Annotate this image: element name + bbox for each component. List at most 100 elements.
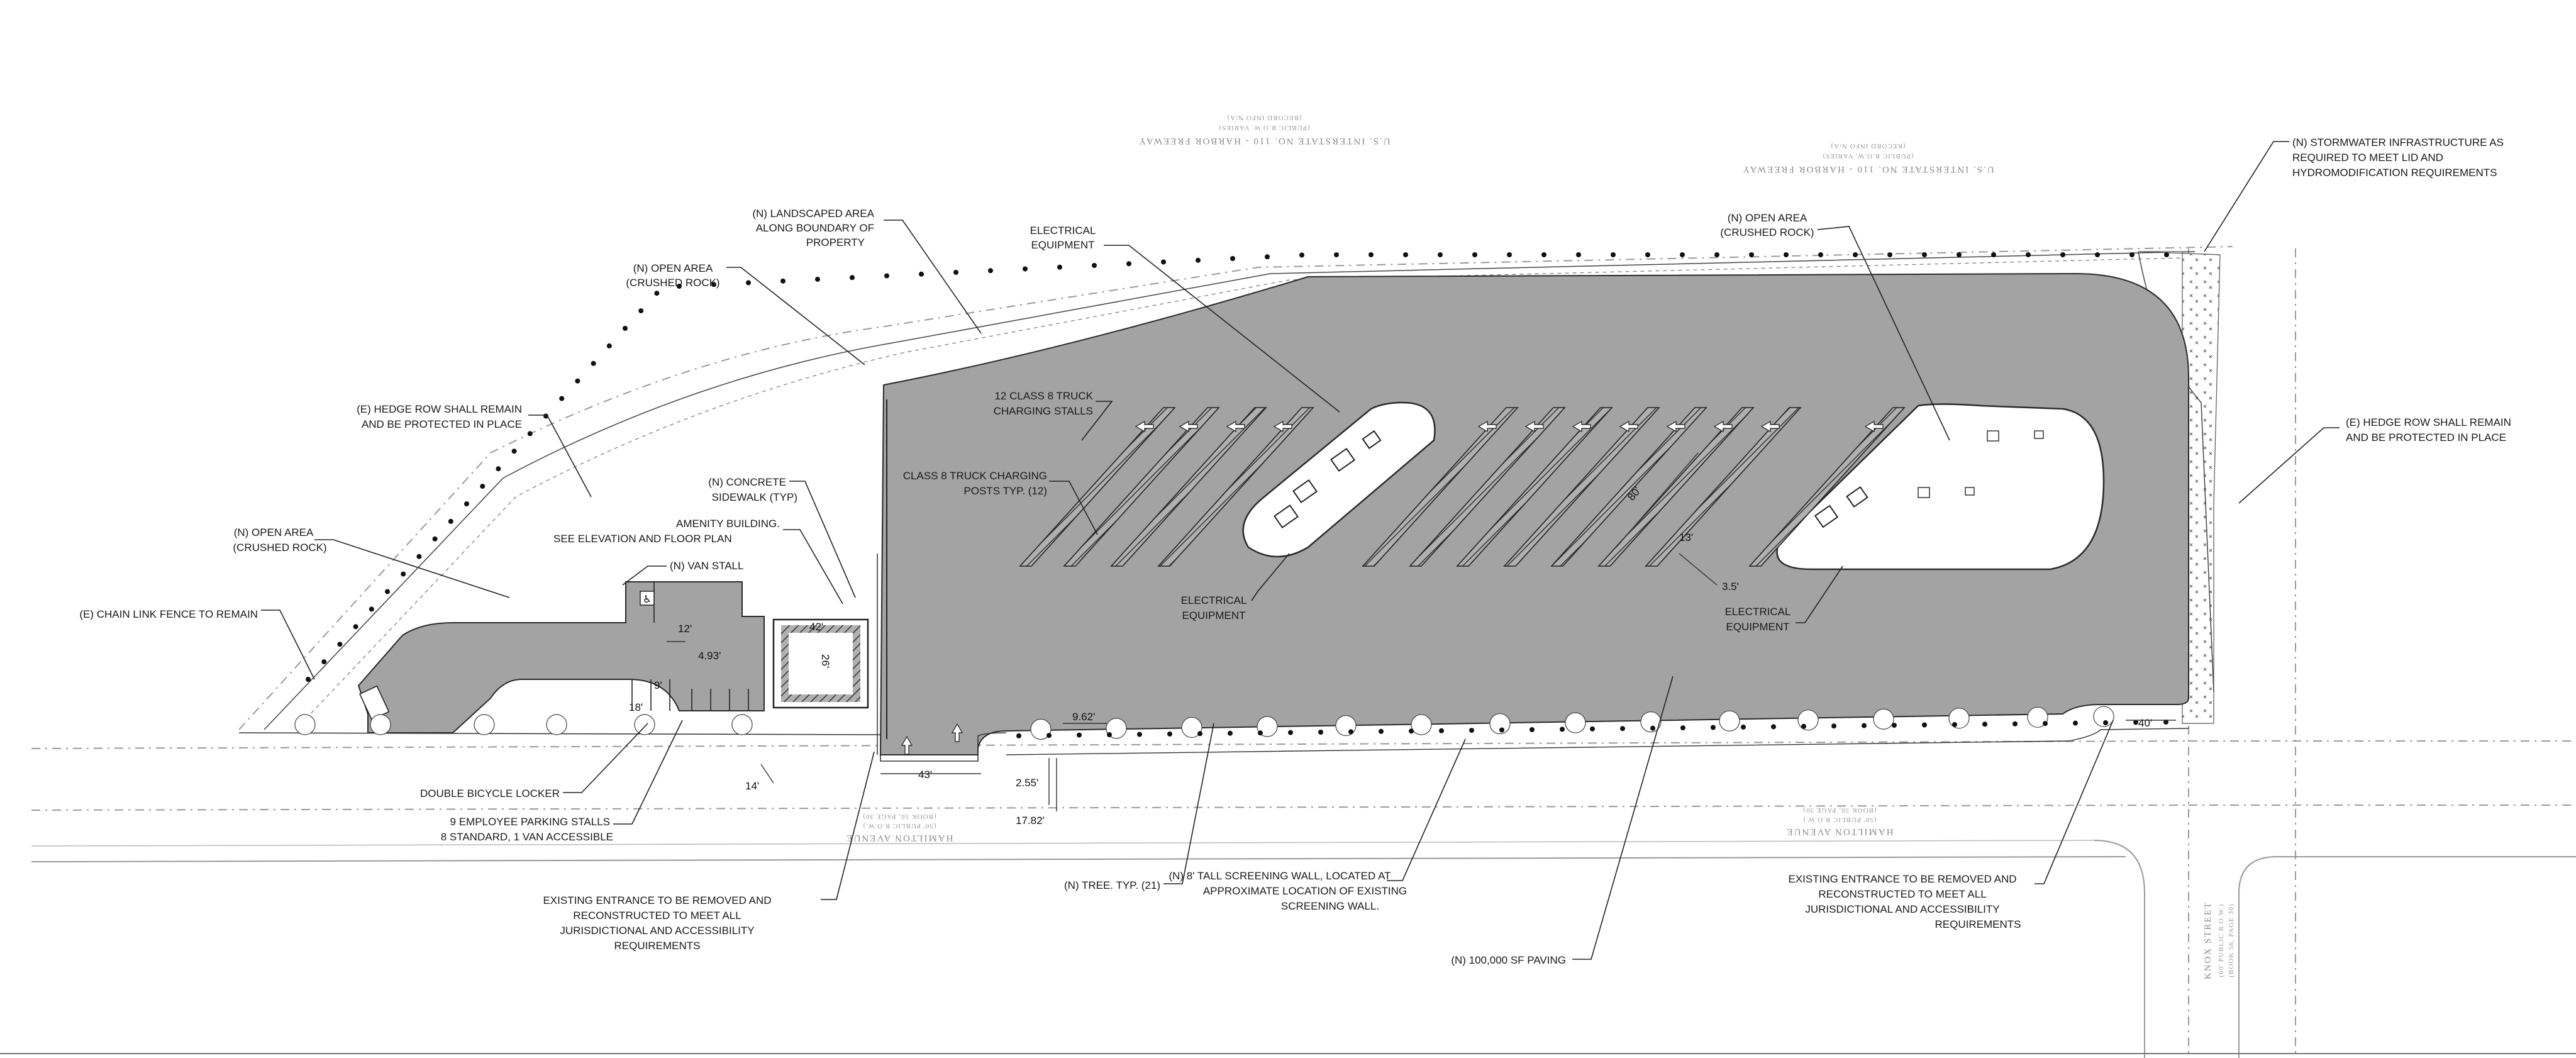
hedge-dot [1016, 733, 1021, 738]
hedge-dot [2073, 720, 2078, 726]
hedge-dot [1645, 252, 1650, 257]
hedge-dot [432, 536, 438, 542]
hedge-dot [1299, 252, 1304, 258]
svg-text:12': 12' [678, 623, 692, 635]
hedge-dot [1499, 727, 1504, 733]
svg-text:SIDEWALK (TYP): SIDEWALK (TYP) [712, 491, 797, 503]
tree-symbol [2093, 706, 2114, 727]
svg-text:(N) OPEN AREA: (N) OPEN AREA [633, 262, 713, 274]
callout-charging-stalls: 12 CLASS 8 TRUCK CHARGING STALLS [994, 390, 1094, 417]
traffic-arrows [901, 420, 1884, 755]
hamilton-label-right: HAMILTON AVENUE (50' PUBLIC R.O.W.) (BOO… [1786, 806, 1894, 837]
paved-lot [879, 272, 2189, 755]
callout-employee-parking: 9 EMPLOYEE PARKING STALLS 8 STANDARD, 1 … [441, 816, 613, 843]
svg-text:9.62': 9.62' [1072, 711, 1095, 723]
hedge-dot [1288, 730, 1293, 735]
tree-symbol [731, 714, 753, 735]
tree-symbol [1489, 713, 1511, 735]
knox-street-label: KNOX STREET (60' PUBLIC R.O.W.) (BOOK 56… [2203, 901, 2235, 979]
hedge-dot [1590, 726, 1595, 732]
hedge-dot [2026, 252, 2031, 257]
hedge-dot [1749, 252, 1754, 257]
hedge-dot [1611, 252, 1616, 257]
tree-symbol [1565, 712, 1586, 733]
hedge-dot [1541, 252, 1546, 257]
hedge-dot [1197, 731, 1202, 737]
callout-hedge-right: (E) HEDGE ROW SHALL REMAIN AND BE PROTEC… [2346, 416, 2511, 443]
callout-charging-posts: CLASS 8 TRUCK CHARGING POSTS TYP. (12) [903, 470, 1047, 497]
svg-text:(N) OPEN AREA: (N) OPEN AREA [234, 526, 314, 538]
hedge-dot [2164, 252, 2169, 257]
callout-open-area-top-right: (N) OPEN AREA (CRUSHED ROCK) [1720, 212, 1814, 238]
hedge-dot [1922, 722, 1927, 728]
charging-island-right [1776, 403, 2105, 571]
svg-text:(50' PUBLIC R.O.W.): (50' PUBLIC R.O.W.) [1803, 816, 1877, 823]
svg-text:3.5': 3.5' [1722, 581, 1739, 593]
tree-symbol [294, 714, 316, 735]
hedge-dot [353, 624, 358, 630]
callout-hedge-left: (E) HEDGE ROW SHALL REMAIN AND BE PROTEC… [357, 403, 522, 430]
svg-text:(N) LANDSCAPED AREA: (N) LANDSCAPED AREA [752, 208, 874, 220]
callout-electrical-top: ELECTRICAL EQUIPMENT [1030, 225, 1096, 251]
callout-stormwater: (N) STORMWATER INFRASTRUCTURE AS REQUIRE… [2292, 136, 2504, 179]
hedge-dot [1107, 732, 1112, 737]
hedge-dot [850, 275, 855, 281]
svg-text:(CRUSHED ROCK): (CRUSHED ROCK) [1720, 226, 1814, 238]
hedge-dot [1230, 256, 1235, 261]
svg-text:REQUIREMENTS: REQUIREMENTS [1935, 918, 2021, 930]
svg-text:ELECTRICAL: ELECTRICAL [1181, 594, 1247, 606]
hedge-dot [1892, 723, 1897, 728]
hedge-dot [623, 326, 628, 331]
truck-charging-stalls [1019, 407, 1906, 567]
stormwater-area [2138, 251, 2221, 724]
hedge-dot [711, 282, 716, 287]
hedge-dot [1831, 723, 1836, 729]
hedge-dot [1409, 728, 1414, 734]
hedge-dot [2163, 719, 2168, 725]
hedge-dot [1368, 252, 1374, 257]
hedge-dot [1680, 252, 1685, 257]
svg-text:APPROXIMATE LOCATION OF EXISTI: APPROXIMATE LOCATION OF EXISTING [1203, 885, 1407, 897]
svg-text:(PUBLIC R.O.W. VARIES): (PUBLIC R.O.W. VARIES) [1823, 152, 1914, 160]
hedge-dot [575, 378, 580, 384]
hedge-dot [2043, 721, 2048, 727]
svg-text:U.S. INTERSTATE NO. 110 -: U.S. INTERSTATE NO. 110 - HARBOR FREEWAY [1741, 164, 1994, 174]
hedge-dot [1438, 252, 1443, 257]
tree-symbol [474, 714, 495, 735]
svg-text:(E) HEDGE ROW SHALL REMAIN: (E) HEDGE ROW SHALL REMAIN [357, 403, 522, 415]
svg-text:REQUIREMENTS: REQUIREMENTS [614, 940, 701, 952]
hedge-dot [2129, 252, 2135, 257]
svg-text:HAMILTON AVENUE: HAMILTON AVENUE [1786, 827, 1894, 837]
svg-text:SEE ELEVATION AND FLOOR PLAN: SEE ELEVATION AND FLOOR PLAN [553, 533, 732, 545]
hedge-dot [746, 280, 751, 286]
tree-symbol [1411, 714, 1432, 735]
hedge-dot [527, 431, 533, 437]
hedge-dot [1991, 252, 1996, 257]
hedge-dot [1318, 730, 1323, 735]
hedge-dot [1620, 726, 1625, 732]
hedge-dot [2095, 252, 2100, 257]
svg-text:ELECTRICAL: ELECTRICAL [1725, 606, 1791, 618]
hedge-dot [1530, 727, 1535, 732]
svg-text:POSTS TYP. (12): POSTS TYP. (12) [963, 485, 1047, 497]
svg-text:AMENITY BUILDING.: AMENITY BUILDING. [676, 518, 780, 530]
svg-text:♿: ♿ [643, 593, 652, 605]
svg-text:HYDROMODIFICATION REQUIREMENTS: HYDROMODIFICATION REQUIREMENTS [2292, 167, 2497, 179]
svg-text:JURISDICTIONAL AND ACCESSIBIL: JURISDICTIONAL AND ACCESSIBILITY [1805, 903, 1999, 915]
callout-paving: (N) 100,000 SF PAVING [1451, 954, 1566, 966]
callout-entrance-left: EXISTING ENTRANCE TO BE REMOVED AND RECO… [543, 894, 771, 952]
hedge-dots [306, 252, 2169, 738]
tree-symbol [1640, 711, 1662, 733]
hedge-dot [1077, 732, 1082, 738]
tree-symbol [1719, 710, 1740, 732]
hedge-dot [464, 501, 469, 506]
svg-text:ALONG BOUNDARY OF: ALONG BOUNDARY OF [756, 222, 874, 234]
hedge-dot [1137, 732, 1142, 737]
callout-chain-link-fence: (E) CHAIN LINK FENCE TO REMAIN [79, 608, 258, 620]
hedge-dot [1472, 252, 1477, 257]
hedge-dot [1196, 257, 1201, 263]
hedge-dot [1228, 730, 1233, 736]
amenity-building [772, 618, 869, 709]
callout-concrete-sidewalk: (N) CONCRETE SIDEWALK (TYP) [708, 476, 797, 503]
hedge-dot [677, 284, 682, 289]
